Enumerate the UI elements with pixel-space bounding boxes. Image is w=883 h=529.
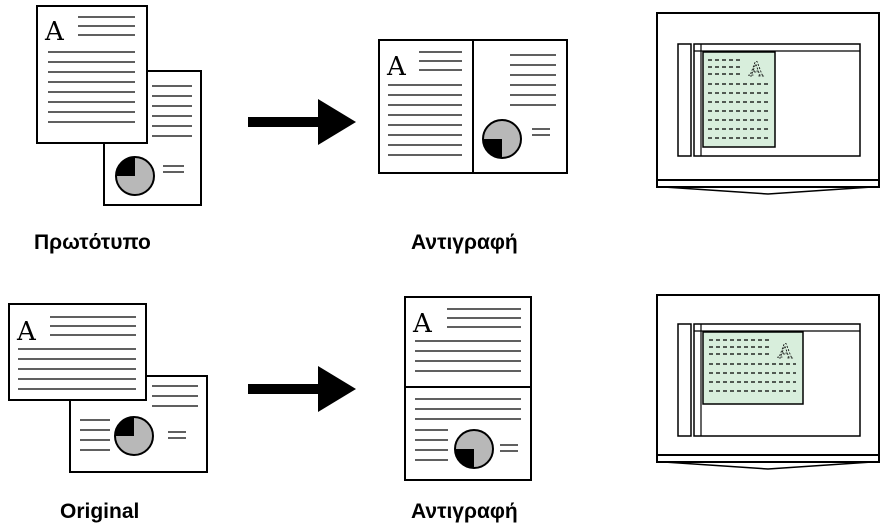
svg-text:A: A (16, 317, 37, 347)
arrow-right-icon (248, 366, 356, 412)
svg-text:A: A (748, 57, 764, 81)
original-page-2-portrait (103, 70, 202, 206)
svg-text:A: A (412, 309, 433, 339)
platen-glass-portrait-placement: A (656, 12, 880, 195)
copy-sheet-two-up-portrait: A (404, 296, 532, 481)
page-letter: A (44, 17, 65, 47)
original-page-1-landscape: A (8, 303, 147, 401)
original-page-1-portrait: A (36, 5, 148, 144)
arrow-right-icon (248, 99, 356, 145)
pie-chart-icon (115, 156, 155, 196)
original-caption-row2: Original (60, 500, 140, 523)
original-caption-row1: Πρωτότυπο (34, 231, 151, 254)
copy-caption-row1: Αντιγραφή (411, 231, 518, 254)
svg-text:A: A (777, 339, 793, 363)
copy-sheet-two-up-landscape: A (378, 39, 568, 174)
svg-text:A: A (386, 52, 407, 82)
platen-glass-landscape-placement: A (656, 294, 880, 470)
copy-caption-row2: Αντιγραφή (411, 500, 518, 523)
